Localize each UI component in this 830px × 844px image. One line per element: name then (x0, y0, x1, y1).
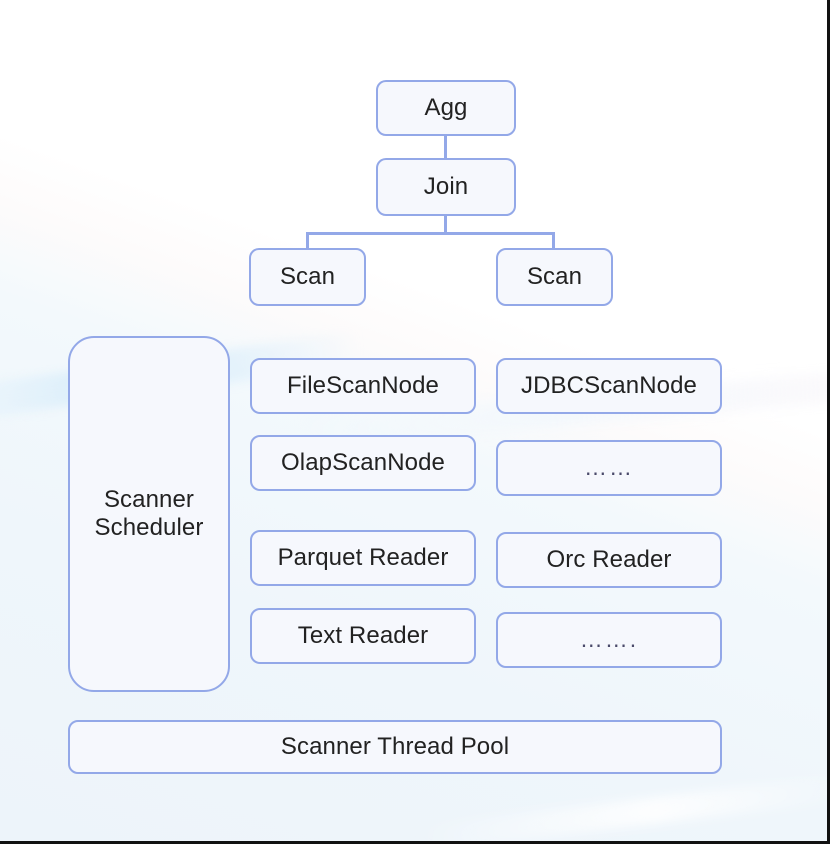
node-text-reader[interactable]: Text Reader (250, 608, 476, 664)
node-join[interactable]: Join (376, 158, 516, 216)
edge-join-branch-bar (306, 232, 554, 235)
ellipsis-text: …… (584, 454, 634, 481)
node-more-readers[interactable]: ……. (496, 612, 722, 668)
node-jdbc-scan-node[interactable]: JDBCScanNode (496, 358, 722, 414)
node-orc-reader[interactable]: Orc Reader (496, 532, 722, 588)
node-scanner-thread-pool[interactable]: Scanner Thread Pool (68, 720, 722, 774)
node-more-scan-nodes[interactable]: …… (496, 440, 722, 496)
node-agg[interactable]: Agg (376, 80, 516, 136)
node-parquet-reader[interactable]: Parquet Reader (250, 530, 476, 586)
node-scan-left[interactable]: Scan (249, 248, 366, 306)
background-wisp-bottom (420, 773, 827, 841)
edge-join-stem (444, 214, 447, 234)
node-olap-scan-node[interactable]: OlapScanNode (250, 435, 476, 491)
edge-join-to-scan-right (552, 232, 555, 250)
edge-agg-to-join (444, 135, 447, 160)
node-file-scan-node[interactable]: FileScanNode (250, 358, 476, 414)
edge-join-to-scan-left (306, 232, 309, 250)
node-scan-right[interactable]: Scan (496, 248, 613, 306)
node-scanner-scheduler[interactable]: Scanner Scheduler (68, 336, 230, 692)
ellipsis-text: ……. (579, 626, 639, 653)
